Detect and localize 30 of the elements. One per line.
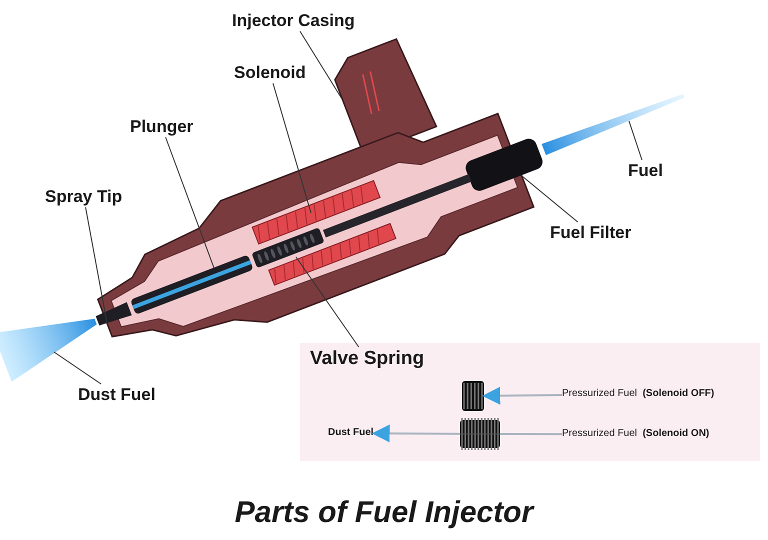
- part-label: Spray Tip: [45, 186, 122, 208]
- spring-compressed-drawing: [462, 381, 484, 411]
- inset-panel: [300, 343, 760, 461]
- part-label: Dust Fuel: [78, 384, 156, 406]
- leader-line: [296, 256, 360, 348]
- leader-line: [272, 82, 312, 214]
- part-label: Fuel: [628, 160, 663, 182]
- valve-spring-drawing: [252, 227, 324, 268]
- fuel-spray-drawing: [0, 318, 97, 382]
- spray-tip-drawing: [96, 302, 132, 326]
- part-label: Solenoid: [234, 62, 306, 84]
- leader-line: [165, 136, 214, 268]
- part-label: Fuel Filter: [550, 222, 632, 244]
- diagram-title: Parts of Fuel Injector: [234, 495, 534, 531]
- fuel-filter-drawing: [322, 136, 545, 238]
- spring-extended-drawing: [460, 417, 500, 451]
- arrow: [482, 386, 562, 405]
- part-label: Injector Casing: [232, 10, 355, 32]
- inset-label: Pressurized Fuel (Solenoid ON): [562, 428, 710, 440]
- solenoid-coil-drawing: [252, 180, 396, 286]
- leader-line: [54, 352, 102, 384]
- inset-heading: Valve Spring: [310, 347, 424, 371]
- arrow: [372, 424, 460, 442]
- leader-line: [522, 176, 578, 222]
- part-label: Plunger: [130, 116, 194, 138]
- fuel-stream-drawing: [542, 94, 685, 156]
- inset-label: Dust Fuel: [328, 427, 374, 440]
- inset-label: Pressurized Fuel (Solenoid OFF): [562, 388, 714, 400]
- leader-line: [500, 433, 562, 436]
- leader-line: [628, 120, 642, 160]
